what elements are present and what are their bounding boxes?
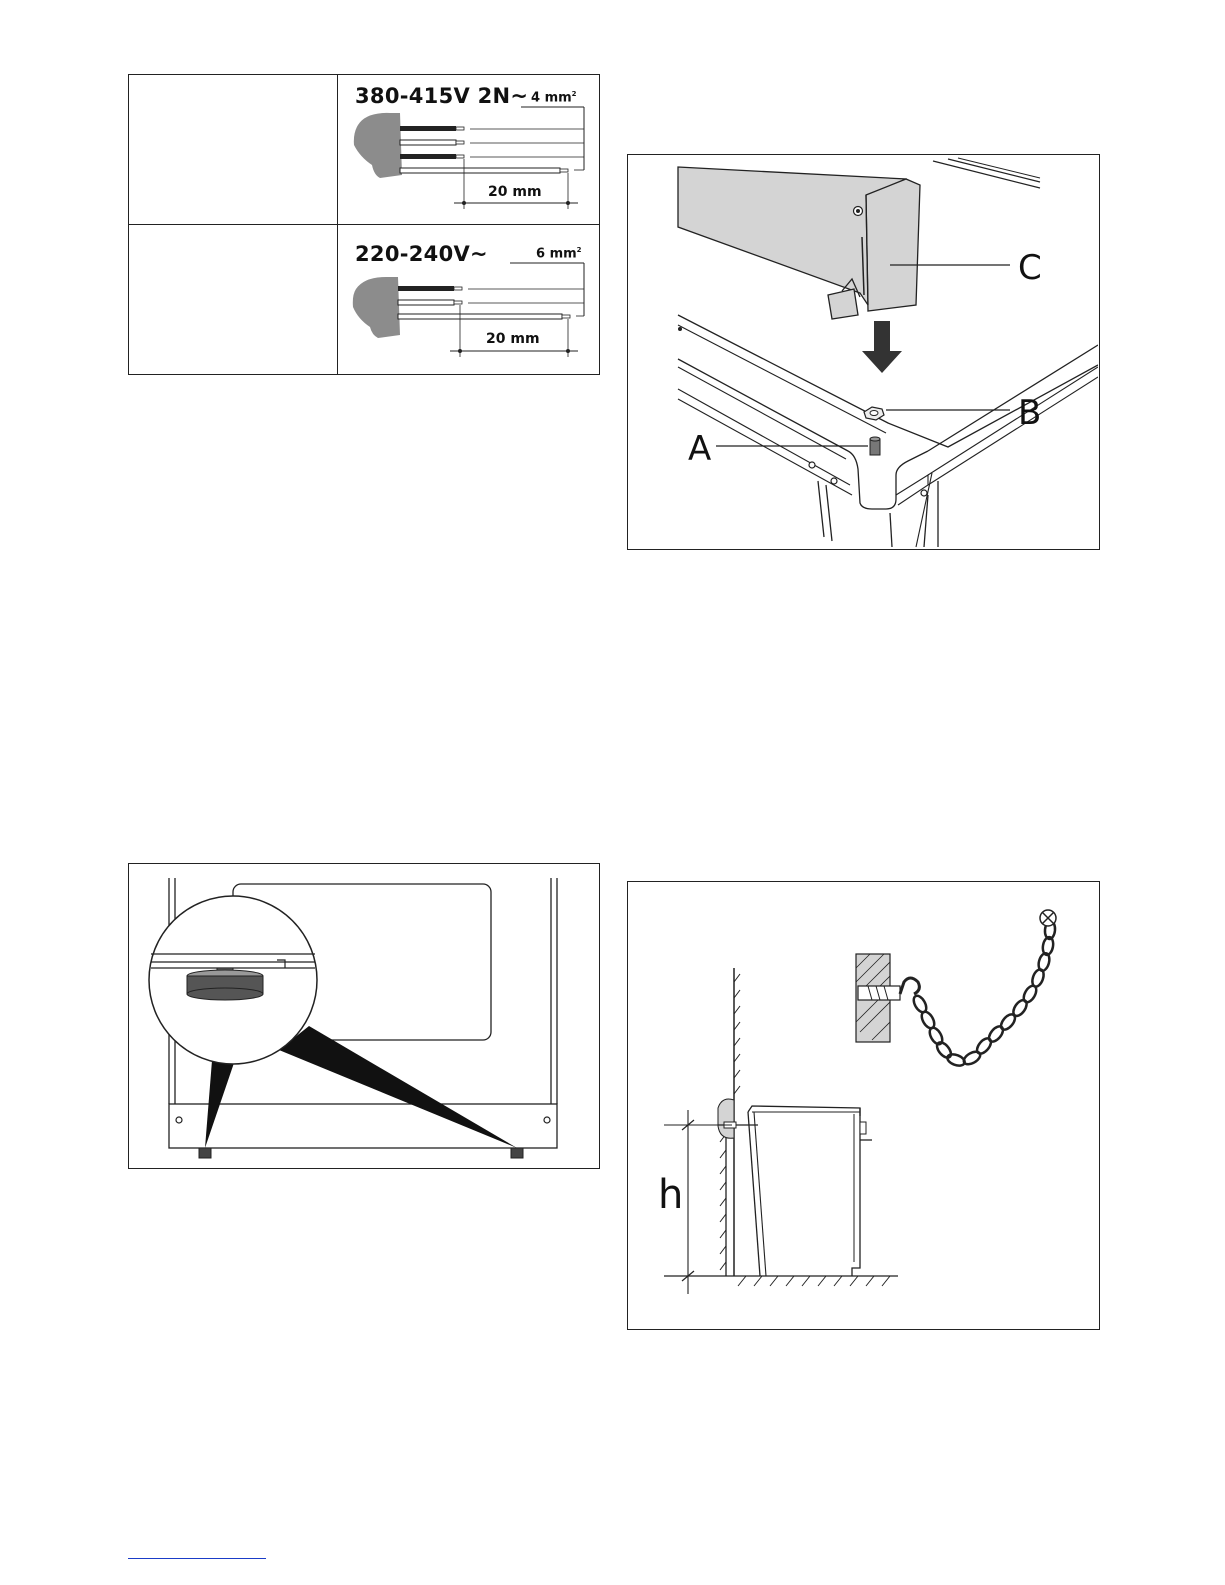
anti-tilt-chain-illustration: h — [628, 882, 1098, 1328]
wiring-row-blank-cell — [129, 75, 338, 224]
label-c: C — [1018, 248, 1042, 288]
label-a: A — [688, 429, 711, 469]
label-b: B — [1018, 393, 1041, 433]
backguard-illustration: C B A — [628, 155, 1098, 548]
wiring-row-blank-cell — [129, 225, 338, 374]
wiring-row-three-phase: 380-415V 2N~ 4 mm2 — [129, 75, 599, 225]
wiring-row-single-phase: 220-240V~ 6 mm2 20 mm — [129, 225, 599, 374]
wiring-row-diagram-cell: 220-240V~ 6 mm2 20 mm — [338, 225, 599, 374]
strip-length-label: 20 mm — [486, 331, 540, 347]
cable-diagram-single-phase — [338, 225, 600, 373]
label-h: h — [658, 1172, 683, 1218]
backguard-figure: C B A — [627, 154, 1100, 550]
wiring-row-diagram-cell: 380-415V 2N~ 4 mm2 — [338, 75, 599, 224]
anti-tilt-chain-figure: h — [627, 881, 1100, 1330]
levelling-feet-illustration — [129, 864, 598, 1167]
levelling-feet-figure — [128, 863, 600, 1169]
wiring-table: 380-415V 2N~ 4 mm2 — [128, 74, 600, 375]
cable-diagram-three-phase — [338, 75, 600, 223]
strip-length-label: 20 mm — [488, 184, 542, 200]
footer-link[interactable] — [128, 1558, 266, 1559]
